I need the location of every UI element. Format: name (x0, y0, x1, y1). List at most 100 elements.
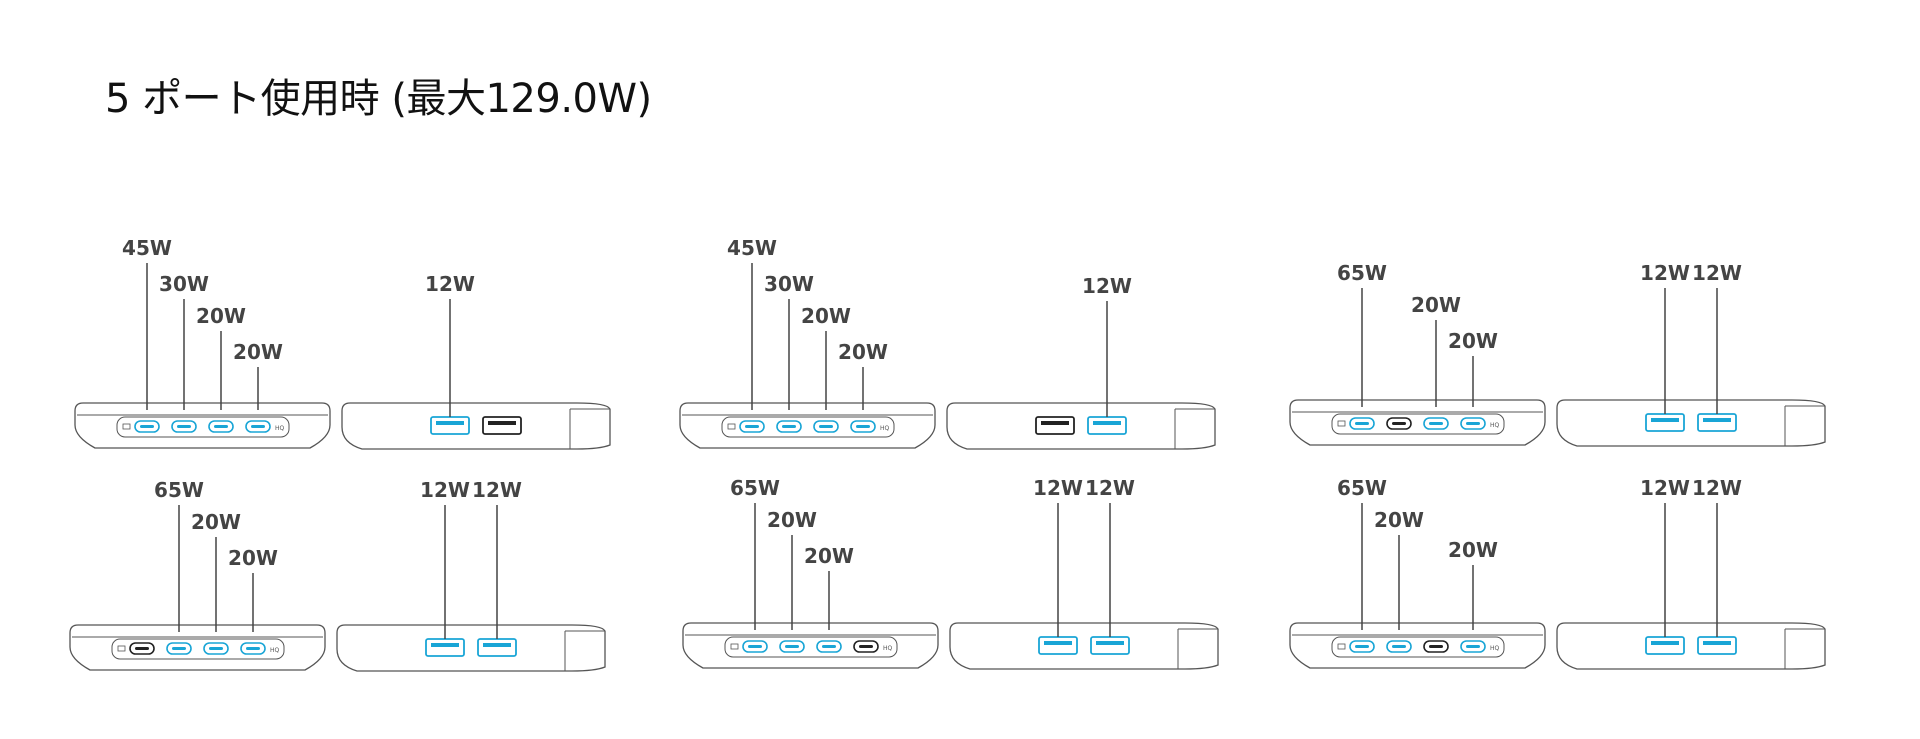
usb-c-wattage-label: 30W (764, 272, 814, 296)
brand-mark: HQ (880, 425, 890, 432)
usb-a-wattage-label: 12W (472, 478, 522, 502)
brand-mark: HQ (275, 425, 285, 432)
usb-c-port-contact (782, 425, 796, 428)
port-panel (724, 636, 898, 658)
usb-c-port-contact (856, 425, 870, 428)
usb-c-port-contact (819, 425, 833, 428)
usb-c-wattage-label: 65W (730, 476, 780, 500)
usb-a-port-active (1697, 636, 1737, 655)
usb-c-port-contact (172, 647, 186, 650)
usb-a-port-active (1090, 636, 1130, 655)
usb-a-port-contact (431, 643, 459, 647)
usb-c-wattage-label: 20W (1411, 293, 1461, 317)
usb-a-port-active (1038, 636, 1078, 655)
usb-c-port-contact (1355, 645, 1369, 648)
usb-c-port-contact (785, 645, 799, 648)
usb-a-port-contact (1703, 418, 1731, 422)
port-panel (1331, 413, 1505, 435)
usb-a-port-active (425, 638, 465, 657)
usb-a-port-active (1087, 416, 1127, 435)
usb-a-port-contact (1044, 641, 1072, 645)
usb-c-port-contact (1466, 645, 1480, 648)
configuration-2: HQ 45W 30W 20W 20W 12W (679, 236, 1216, 450)
usb-c-wattage-label: 20W (228, 546, 278, 570)
port-panel (721, 416, 895, 438)
usb-c-port-contact (1466, 422, 1480, 425)
back-body (336, 624, 606, 672)
usb-c-wattage-label: 30W (159, 272, 209, 296)
usb-c-wattage-label: 20W (1448, 538, 1498, 562)
brand-mark: HQ (883, 645, 893, 652)
usb-a-port-active (1645, 413, 1685, 432)
usb-c-port-contact (214, 425, 228, 428)
usb-a-port-contact (1651, 418, 1679, 422)
usb-c-port-contact (251, 425, 265, 428)
usb-a-port-contact (1093, 421, 1121, 425)
back-body (946, 402, 1216, 450)
usb-a-wattage-label: 12W (1692, 261, 1742, 285)
back-body (949, 622, 1219, 670)
back-body (341, 402, 611, 450)
usb-c-port-contact (822, 645, 836, 648)
usb-a-wattage-label: 12W (420, 478, 470, 502)
usb-a-port-active (430, 416, 470, 435)
usb-c-port-contact (135, 647, 149, 650)
usb-a-wattage-label: 12W (1085, 476, 1135, 500)
usb-c-port-contact (246, 647, 260, 650)
usb-c-port-contact (1429, 645, 1443, 648)
usb-a-wattage-label: 12W (1692, 476, 1742, 500)
usb-a-port-inactive (1035, 416, 1075, 435)
port-panel (111, 638, 285, 660)
brand-mark: HQ (1490, 645, 1500, 652)
usb-c-port-contact (177, 425, 191, 428)
usb-a-port-contact (1703, 641, 1731, 645)
display-icon (1337, 420, 1346, 427)
usb-c-port-contact (1355, 422, 1369, 425)
port-panel (116, 416, 290, 438)
usb-c-wattage-label: 65W (154, 478, 204, 502)
usb-c-port-contact (1429, 422, 1443, 425)
usb-c-wattage-label: 20W (233, 340, 283, 364)
back-body (1556, 622, 1826, 670)
usb-c-wattage-label: 65W (1337, 261, 1387, 285)
usb-c-wattage-label: 20W (838, 340, 888, 364)
usb-a-port-inactive (482, 416, 522, 435)
brand-mark: HQ (270, 647, 280, 654)
usb-c-wattage-label: 45W (727, 236, 777, 260)
usb-a-port-contact (1651, 641, 1679, 645)
usb-c-port-contact (1392, 645, 1406, 648)
usb-a-port-active (1645, 636, 1685, 655)
page-title: 5 ポート使用時 (最大129.0W) (105, 76, 652, 122)
usb-a-wattage-label: 12W (1082, 274, 1132, 298)
usb-c-wattage-label: 20W (801, 304, 851, 328)
usb-a-wattage-label: 12W (1640, 261, 1690, 285)
usb-a-wattage-label: 12W (1640, 476, 1690, 500)
usb-c-port-contact (745, 425, 759, 428)
usb-a-port-contact (483, 643, 511, 647)
usb-a-port-active (1697, 413, 1737, 432)
usb-a-port-contact (1096, 641, 1124, 645)
back-body (1556, 399, 1826, 447)
display-icon (730, 643, 739, 650)
usb-c-wattage-label: 45W (122, 236, 172, 260)
usb-c-wattage-label: 20W (196, 304, 246, 328)
display-icon (122, 423, 131, 430)
usb-a-wattage-label: 12W (425, 272, 475, 296)
usb-a-port-contact (488, 421, 516, 425)
usb-c-wattage-label: 20W (1448, 329, 1498, 353)
display-icon (727, 423, 736, 430)
usb-a-port-active (477, 638, 517, 657)
configuration-1: HQ 45W 30W 20W 20W 12W (74, 236, 611, 450)
usb-c-wattage-label: 20W (767, 508, 817, 532)
brand-mark: HQ (1490, 422, 1500, 429)
usb-c-wattage-label: 20W (1374, 508, 1424, 532)
usb-c-port-contact (1392, 422, 1406, 425)
usb-c-wattage-label: 20W (191, 510, 241, 534)
port-panel (1331, 636, 1505, 658)
usb-c-port-contact (140, 425, 154, 428)
